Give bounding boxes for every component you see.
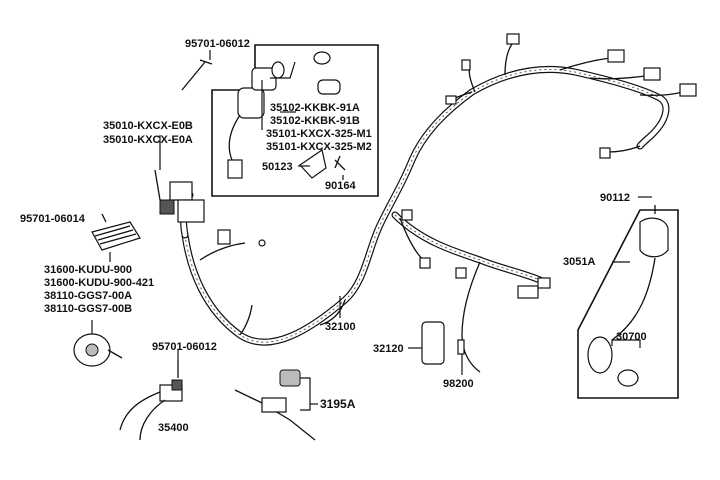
label-35010-kxcx-e0b: 35010-KXCX-E0B — [103, 120, 193, 132]
ignition-switch-body — [237, 87, 265, 119]
label-3051a: 3051A — [563, 256, 595, 268]
label-38110-ggs7-00b: 38110-GGS7-00B — [44, 303, 132, 315]
lock-cylinder-1 — [313, 51, 331, 65]
relay-connector-2 — [177, 199, 205, 223]
connector-f — [445, 95, 457, 105]
screw-95701-06012-top — [181, 50, 213, 91]
label-90112: 90112 — [600, 192, 630, 204]
label-31600-kudu-900-421: 31600-KUDU-900-421 — [44, 277, 154, 289]
regulator-body — [91, 221, 141, 251]
label-38110-ggs7-00a: 38110-GGS7-00A — [44, 290, 132, 302]
label-35400: 35400 — [158, 422, 189, 434]
fuse-holder-3195a — [234, 369, 318, 441]
diode-98200 — [457, 339, 465, 355]
label-95701-06012-bottom: 95701-06012 — [152, 341, 217, 353]
label-3195a: 3195A — [320, 397, 356, 411]
relay-connector-1 — [169, 181, 193, 201]
screw-90164 — [334, 155, 346, 171]
connector-m — [401, 209, 413, 221]
screw-95701-06014 — [101, 213, 107, 223]
connector-i — [455, 267, 467, 279]
spark-plug-cap — [587, 336, 613, 374]
connector-d — [679, 83, 697, 97]
relay-connector-3 — [159, 199, 175, 215]
harness-connectors — [217, 33, 697, 299]
label-31600-kudu-900: 31600-KUDU-900 — [44, 264, 132, 276]
label-32100: 32100 — [325, 321, 356, 333]
ignition-coil — [639, 217, 669, 258]
connector-j — [517, 285, 539, 299]
regulator-rectifier — [91, 213, 141, 251]
leader-lines — [109, 135, 652, 318]
horn — [73, 320, 123, 367]
label-35010-kxcx-e0a: 35010-KXCX-E0A — [103, 134, 193, 146]
spark-plug-cap-seal — [617, 369, 639, 387]
switch-35400 — [119, 350, 183, 441]
label-98200: 98200 — [443, 378, 474, 390]
ring-terminal — [258, 239, 266, 247]
connector-a — [506, 33, 520, 45]
ignition-connector — [227, 159, 243, 179]
connector-b — [607, 49, 625, 63]
key-cylinder — [271, 61, 285, 79]
ignition-switch-box — [211, 44, 379, 197]
label-35101-kxcx-325-m2: 35101-KXCX-325-M2 — [266, 141, 372, 153]
label-35102-kkbk-91a: 35102-KKBK-91A — [270, 102, 360, 114]
part-labels: 95701-06012 35010-KXCX-E0B 35010-KXCX-E0… — [20, 38, 647, 434]
cdi-unit-32120 — [421, 321, 445, 365]
horn-center — [85, 343, 99, 357]
connector-g — [599, 147, 611, 159]
switch-terminal — [171, 379, 183, 391]
label-30700: 30700 — [616, 331, 647, 343]
connector-h — [419, 257, 431, 269]
label-35101-kxcx-325-m1: 35101-KXCX-325-M1 — [266, 128, 372, 140]
bracket-50123 — [299, 149, 327, 179]
connector-k — [537, 277, 551, 289]
connector-l — [217, 229, 231, 245]
label-32120: 32120 — [373, 343, 404, 355]
front-relay-group — [154, 169, 205, 223]
label-35102-kkbk-91b: 35102-KKBK-91B — [270, 115, 360, 127]
ignition-switch-head — [251, 67, 277, 91]
lock-cylinder-2 — [317, 79, 341, 95]
connector-c — [643, 67, 661, 81]
label-95701-06012-top: 95701-06012 — [185, 38, 250, 50]
ignition-coil-box — [577, 205, 679, 399]
fuse — [279, 369, 301, 387]
cdi-unit — [408, 321, 465, 375]
label-95701-06014: 95701-06014 — [20, 213, 86, 225]
label-90164: 90164 — [325, 180, 356, 192]
label-50123: 50123 — [262, 161, 293, 173]
fuse-holder — [261, 397, 287, 413]
connector-e — [461, 59, 471, 71]
